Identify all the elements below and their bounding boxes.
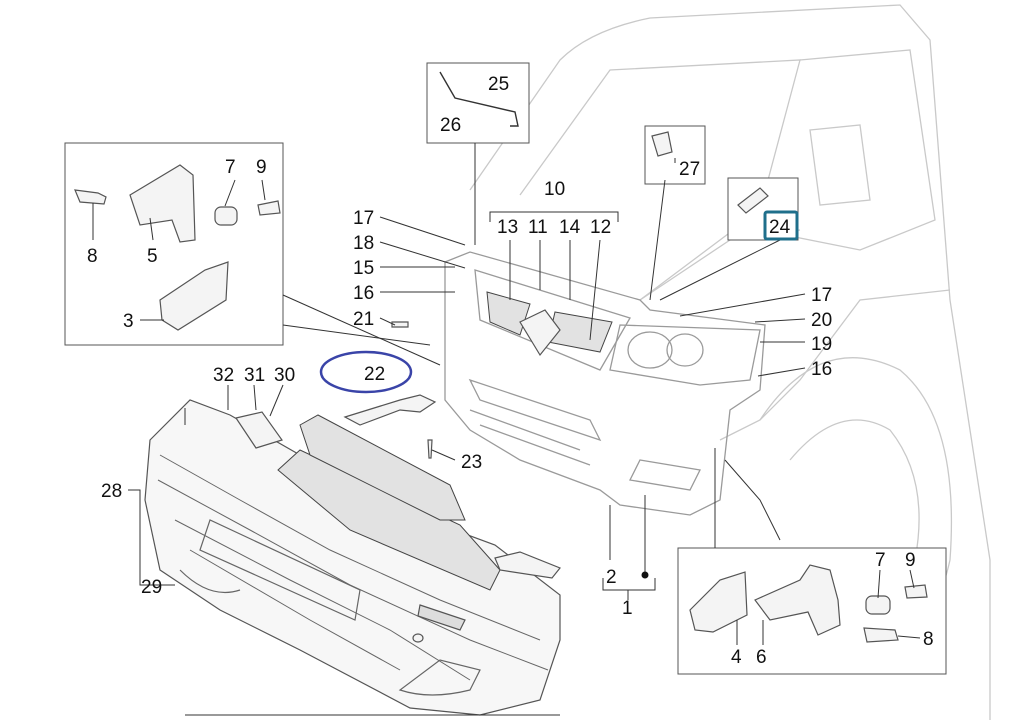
callout-1: 1 xyxy=(622,598,633,619)
callout-5: 5 xyxy=(147,246,158,267)
grille-mesh-upper xyxy=(299,414,466,521)
callout-3: 3 xyxy=(123,311,134,332)
callout-8-bottom: 8 xyxy=(923,629,934,650)
callout-14: 14 xyxy=(559,217,581,238)
callout-30: 30 xyxy=(274,365,295,386)
callout-9-bottom: 9 xyxy=(905,550,916,571)
callout-16-left: 16 xyxy=(353,283,374,304)
emblem-11 xyxy=(519,309,561,357)
grille-mesh-13 xyxy=(486,291,531,336)
trim-strip-30 xyxy=(235,411,283,449)
callout-15: 15 xyxy=(353,258,374,279)
callout-17-right: 17 xyxy=(811,285,832,306)
front-assembly-outline xyxy=(444,251,766,516)
callout-7-bottom: 7 xyxy=(875,550,886,571)
leader-lines xyxy=(92,143,921,716)
callout-2: 2 xyxy=(606,567,617,588)
highlight-box-24 xyxy=(763,210,799,241)
screw-23 xyxy=(427,439,433,459)
callout-27: 27 xyxy=(679,159,700,180)
callout-11: 11 xyxy=(528,217,548,238)
callout-19: 19 xyxy=(811,334,832,355)
detail-box-27 xyxy=(644,125,706,185)
callout-31: 31 xyxy=(244,365,265,386)
callout-24: 24 xyxy=(769,217,791,238)
highlight-circle-22 xyxy=(319,350,413,394)
callout-22: 22 xyxy=(364,364,385,385)
callout-6: 6 xyxy=(756,647,767,668)
callout-7-top: 7 xyxy=(225,157,236,178)
callout-20: 20 xyxy=(811,310,832,331)
detail-box-24 xyxy=(727,177,799,241)
callout-labels: 25 26 27 24 10 13 11 14 12 17 18 15 16 2… xyxy=(87,74,934,668)
callout-17-left: 17 xyxy=(353,208,374,229)
callout-32: 32 xyxy=(213,365,234,386)
callout-9-top: 9 xyxy=(256,157,267,178)
callout-10: 10 xyxy=(544,179,565,200)
vehicle-ghost-outline xyxy=(469,4,991,720)
callout-28: 28 xyxy=(101,481,122,502)
detail-box-lower-right xyxy=(677,547,947,675)
callout-26: 26 xyxy=(440,115,461,136)
callout-21: 21 xyxy=(353,309,374,330)
callout-23: 23 xyxy=(461,452,482,473)
callout-18: 18 xyxy=(353,233,374,254)
callout-12: 12 xyxy=(590,217,611,238)
bracket-22 xyxy=(343,394,437,426)
detail-box-upper-left xyxy=(64,142,284,346)
callout-25: 25 xyxy=(488,74,509,95)
detail-box-25-26 xyxy=(426,62,530,144)
callout-13: 13 xyxy=(497,217,518,238)
callout-4: 4 xyxy=(731,647,742,668)
callout-16-right: 16 xyxy=(811,359,832,380)
callout-8-top: 8 xyxy=(87,246,98,267)
trim-strip-right xyxy=(494,551,561,579)
bullet-marker xyxy=(641,571,649,579)
screw-21 xyxy=(391,321,409,328)
callout-29: 29 xyxy=(141,577,162,598)
